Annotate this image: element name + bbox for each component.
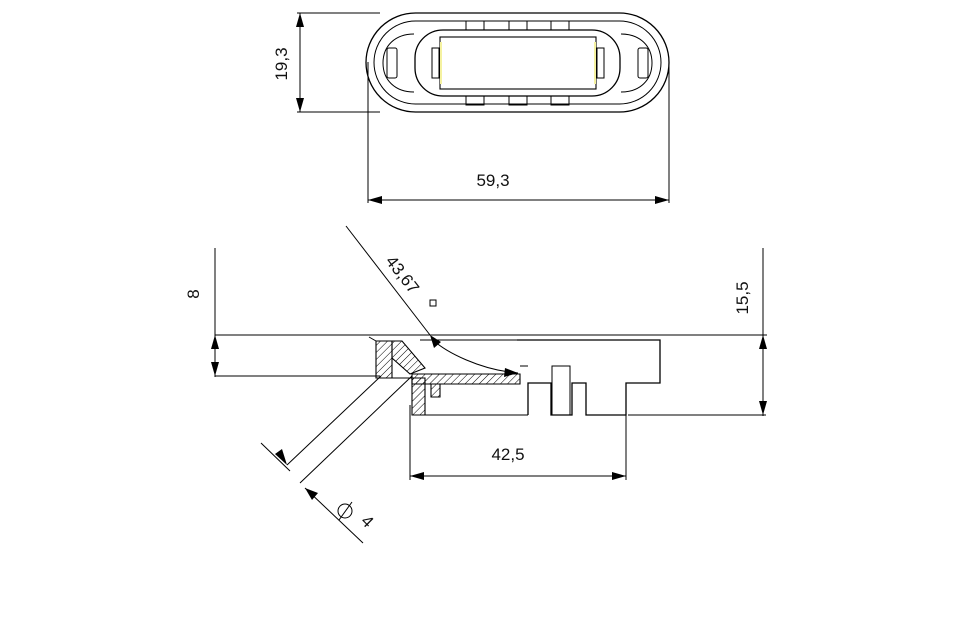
dimension-label-19-3: 19,3 <box>272 47 291 80</box>
section-hatch-wedge <box>391 340 426 375</box>
dimension-label-42-5: 42,5 <box>491 445 524 464</box>
right-window-tab <box>596 47 605 79</box>
right-clip-slot <box>637 47 649 79</box>
dimension-diameter: 4 <box>260 375 413 544</box>
inner-post <box>551 365 571 416</box>
section-hatch-tab <box>430 383 441 398</box>
tab-top-3 <box>550 20 570 31</box>
dimension-label-angle: 43,67 <box>382 252 423 297</box>
tab-bottom-3 <box>550 95 570 106</box>
left-window-tab <box>431 47 440 79</box>
section-hatch-lower <box>411 377 426 416</box>
housing-outline <box>517 339 661 416</box>
left-clip-slot <box>386 47 398 79</box>
dimension-height-top: 19,3 <box>272 12 380 113</box>
dimension-base-width: 42,5 <box>409 405 627 480</box>
dimension-label-15-5: 15,5 <box>733 281 752 314</box>
side-view <box>215 334 767 416</box>
dimension-height-right: 15,5 <box>628 248 767 416</box>
section-hatch-upper <box>375 340 393 379</box>
tab-top-2 <box>508 20 528 31</box>
dimension-label-59-3: 59,3 <box>476 171 509 190</box>
diameter-symbol-icon <box>337 501 353 521</box>
dimension-angle: 43,67 <box>345 225 519 377</box>
tab-bottom-2 <box>508 95 528 106</box>
dimension-label-8: 8 <box>184 289 203 298</box>
dimension-label-diameter: 4 <box>357 511 377 531</box>
dimension-height-left: 8 <box>184 248 380 377</box>
right-clip-outline <box>620 33 653 93</box>
tab-top-1 <box>465 20 485 31</box>
section-hatch-arm <box>411 373 521 385</box>
dimension-width-top: 59,3 <box>367 62 670 204</box>
degree-symbol <box>429 299 437 307</box>
lens-window <box>439 36 597 90</box>
left-clip-outline <box>382 33 415 93</box>
top-view <box>365 12 670 113</box>
tab-bottom-1 <box>465 95 485 106</box>
